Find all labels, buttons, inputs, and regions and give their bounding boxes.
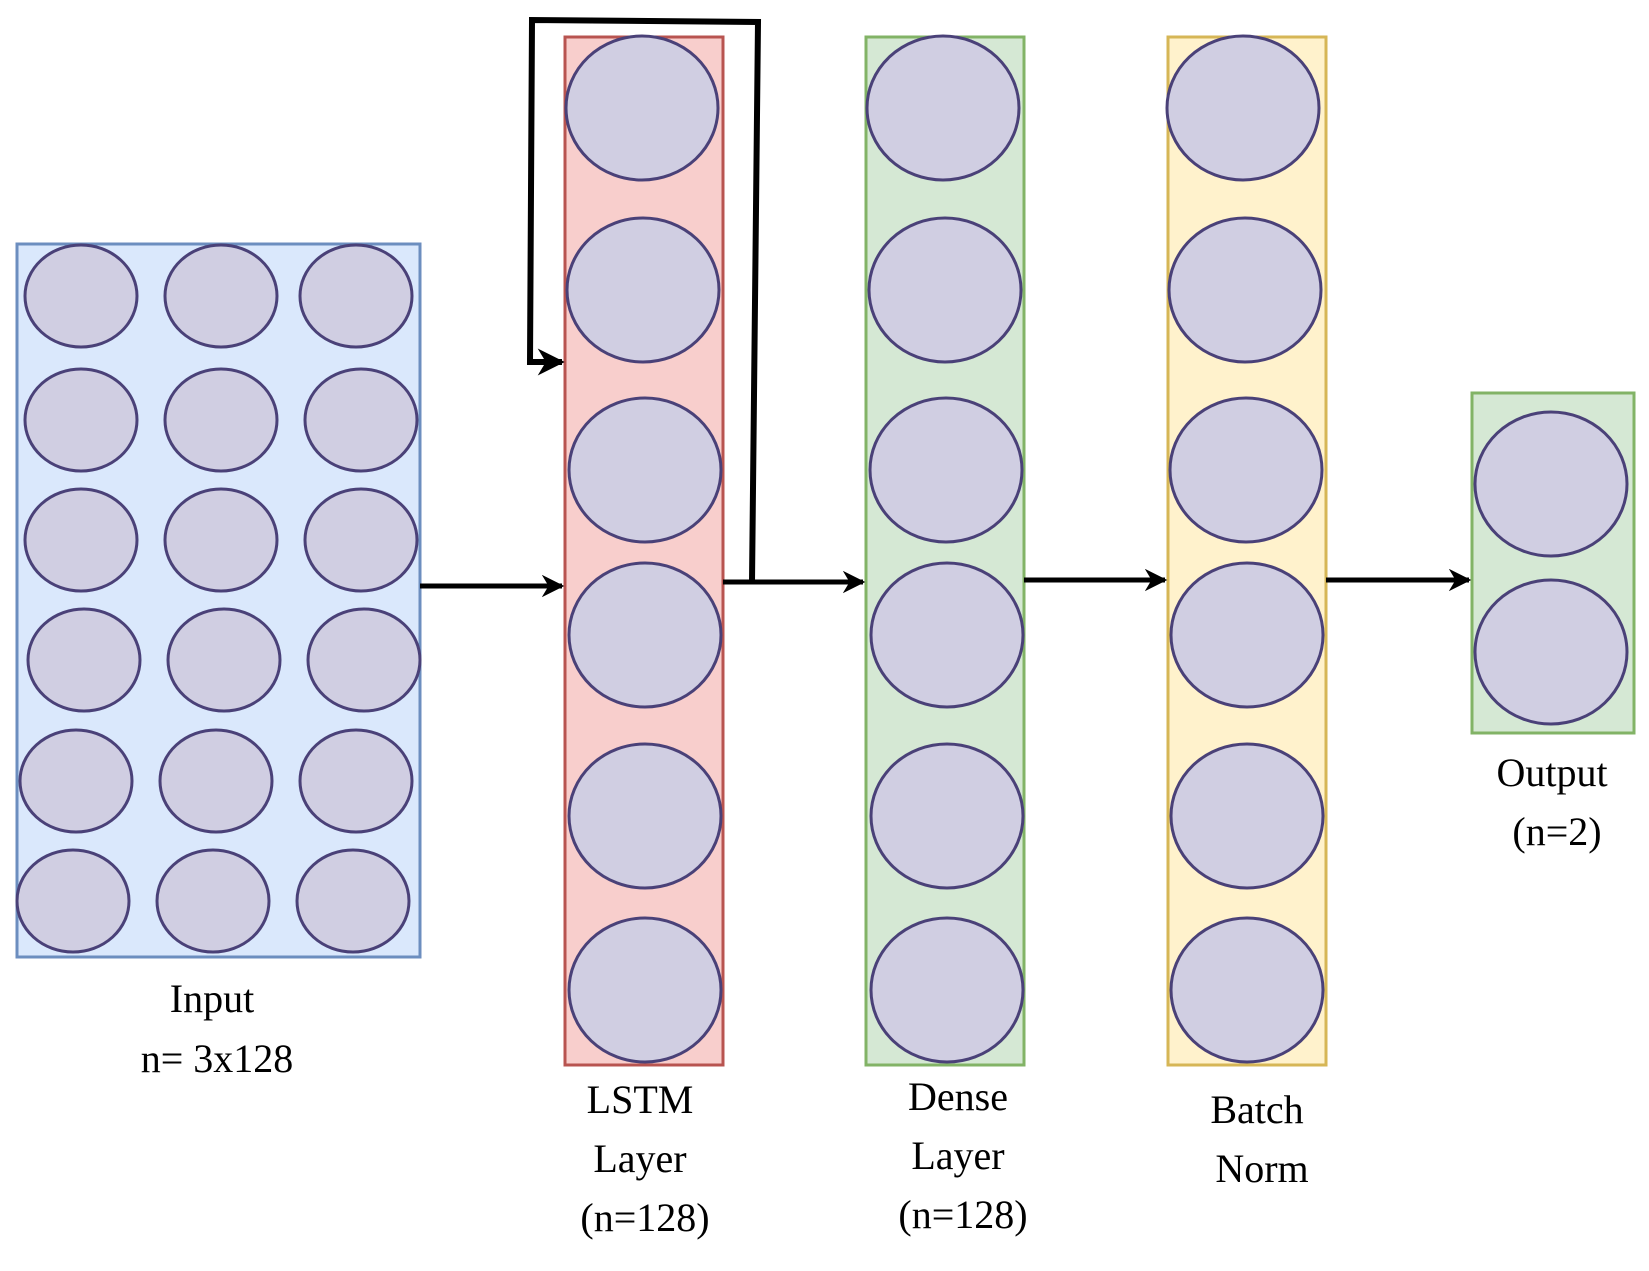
input-node	[306, 607, 422, 713]
lstm-node	[564, 34, 720, 182]
connection-arrows	[420, 16, 1472, 598]
input-node	[23, 243, 139, 349]
input-node	[26, 607, 142, 713]
lstm-layer-box	[563, 35, 725, 1067]
lstm-node	[567, 742, 723, 890]
lstm-recurrent-loop-arrow	[526, 16, 762, 583]
input-node	[163, 367, 279, 473]
dense-layer-box	[864, 35, 1026, 1067]
dense-layer-label: Dense Layer (n=128)	[898, 1074, 1027, 1237]
input-node	[295, 848, 411, 954]
batch-norm-layer-label: Batch Norm	[1210, 1087, 1313, 1191]
output-node	[1473, 410, 1629, 558]
input-node-grid	[15, 243, 422, 954]
batch-norm-node	[1167, 216, 1323, 364]
input-node	[166, 607, 282, 713]
input-node	[298, 243, 414, 349]
output-label-line-1: Output	[1496, 750, 1607, 795]
input-node	[23, 367, 139, 473]
input-node	[163, 487, 279, 593]
batch-norm-label-line-2: Norm	[1215, 1146, 1308, 1191]
batch-norm-node	[1165, 34, 1321, 182]
dense-label-line-3: (n=128)	[898, 1192, 1027, 1237]
dense-label-line-2: Layer	[911, 1133, 1004, 1178]
dense-node	[868, 396, 1024, 544]
input-node	[163, 243, 279, 349]
lstm-label-line-1: LSTM	[587, 1077, 694, 1122]
lstm-layer-label: LSTM Layer (n=128)	[580, 1077, 709, 1240]
batch-norm-node	[1168, 396, 1324, 544]
batch-norm-node-column	[1165, 34, 1325, 1064]
lstm-node	[567, 396, 723, 544]
input-layer-box	[15, 242, 422, 959]
batch-norm-label-line-1: Batch	[1210, 1087, 1303, 1132]
output-layer-label: Output (n=2)	[1496, 750, 1617, 854]
input-node	[155, 848, 271, 954]
dense-node	[867, 216, 1023, 364]
input-node	[18, 728, 134, 834]
lstm-node	[567, 561, 723, 709]
dense-node	[865, 34, 1021, 182]
input-label-line-1: Input	[170, 976, 254, 1021]
input-layer-label: Input n= 3x128	[141, 976, 294, 1081]
lstm-label-line-2: Layer	[593, 1136, 686, 1181]
input-node	[303, 487, 419, 593]
batch-norm-node	[1169, 742, 1325, 890]
lstm-node	[567, 916, 723, 1064]
dense-node	[869, 561, 1025, 709]
dense-node	[869, 916, 1025, 1064]
input-node	[298, 728, 414, 834]
dense-label-line-1: Dense	[908, 1074, 1008, 1119]
output-label-line-2: (n=2)	[1512, 809, 1601, 854]
lstm-node-column	[564, 34, 723, 1064]
lstm-label-line-3: (n=128)	[580, 1195, 709, 1240]
output-node-column	[1473, 410, 1629, 726]
batch-norm-node	[1169, 916, 1325, 1064]
dense-node-column	[865, 34, 1025, 1064]
input-node	[158, 728, 274, 834]
lstm-node	[565, 216, 721, 364]
input-node	[15, 848, 131, 954]
input-node	[23, 487, 139, 593]
batch-norm-layer-box	[1166, 35, 1328, 1067]
input-node	[303, 367, 419, 473]
dense-node	[869, 742, 1025, 890]
output-node	[1473, 578, 1629, 726]
batch-norm-node	[1169, 561, 1325, 709]
input-label-line-2: n= 3x128	[141, 1036, 294, 1081]
